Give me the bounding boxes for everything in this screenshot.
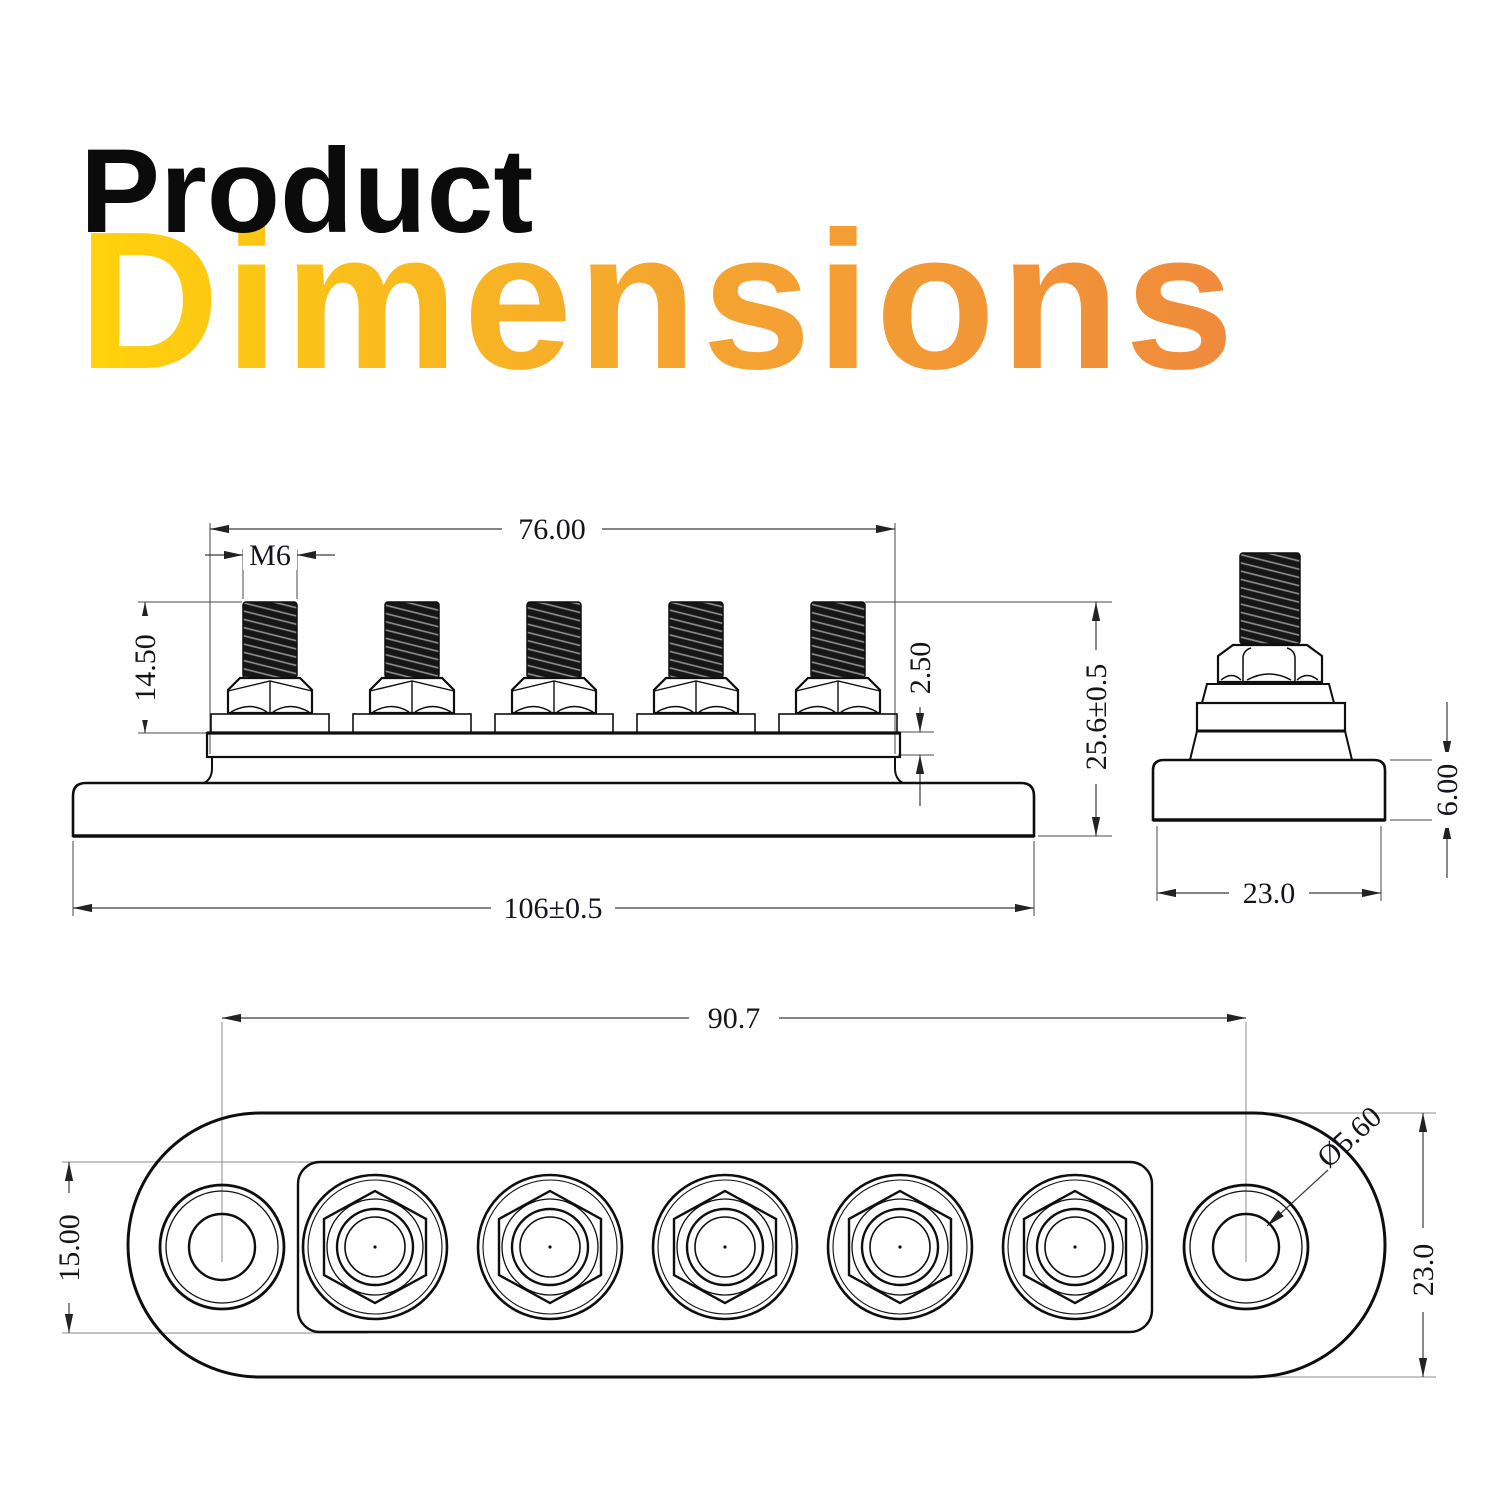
mounting-hole [1182,1183,1310,1311]
hex-nut-top [651,1173,799,1321]
dim-recess-width: 15.00 [53,1193,86,1303]
mounting-hole [158,1183,286,1311]
dim-overall-height-label: 25.6±0.5 [1080,664,1113,770]
dim-plate-thickness-label: 2.50 [904,642,937,695]
hex-nut-top [826,1173,974,1321]
terminal-stud [352,601,472,734]
dim-overall-height: 25.6±0.5 [1080,650,1113,784]
end-view-drawing: 6.00 23.0 [1151,552,1464,910]
dim-hole-diameter: Ø5.60 [1311,1100,1388,1174]
dim-hole-spacing-label: 90.7 [708,1002,761,1035]
dim-plate-thickness: 2.50 [904,629,937,707]
dim-top-body-width: 23.0 [1407,1228,1440,1312]
dim-hole-spacing: 90.7 [689,1002,779,1035]
terminal-stud [778,601,898,734]
top-view-drawing: 90.7 15.00 23.0 Ø5.60 [53,1002,1440,1379]
front-view-drawing: 76.00 M6 14.50 2.50 25.6±0.5 106±0.5 [71,513,1113,925]
dim-base-length-label: 106±0.5 [504,892,603,925]
terminal-stud [494,601,614,734]
terminal-studs-side [210,601,898,734]
dim-plate-width-label: 76.00 [518,513,586,546]
dim-end-base-width-label: 23.0 [1243,877,1296,910]
terminal-end-view [1151,552,1387,822]
busbar-top-view [126,1111,1387,1379]
busbar-plate-side [203,731,904,784]
front-view-extension-lines [72,523,1112,916]
dim-stud-height: 14.50 [129,616,162,720]
front-view-dimension-lines [73,524,1101,913]
title-product: Product [80,124,533,258]
hex-nut-top [476,1173,624,1321]
dim-thread-size-label: M6 [249,539,291,572]
dim-top-body-width-label: 23.0 [1407,1244,1440,1297]
top-view-extension-lines [62,1022,1436,1378]
hex-nut-top [301,1173,449,1321]
terminal-stud [210,601,330,734]
dim-end-base-width: 23.0 [1229,877,1309,910]
busbar-base-side [71,781,1036,838]
dim-recess-width-label: 15.00 [53,1214,86,1282]
hex-nut-top [1001,1173,1149,1321]
dim-base-height: 6.00 [1431,752,1464,828]
dim-plate-width: 76.00 [502,513,602,546]
dim-base-length: 106±0.5 [491,892,615,925]
dim-thread-size: M6 [243,539,297,572]
dim-hole-diameter-label: Ø5.60 [1311,1100,1388,1174]
title-dimensions: Dimensions [78,191,1239,410]
end-view-extension-lines [1156,759,1462,901]
dim-stud-height-label: 14.50 [129,634,162,702]
terminal-stud [636,601,756,734]
title-block: Dimensions Product [78,124,1239,410]
dim-base-height-label: 6.00 [1431,764,1464,817]
